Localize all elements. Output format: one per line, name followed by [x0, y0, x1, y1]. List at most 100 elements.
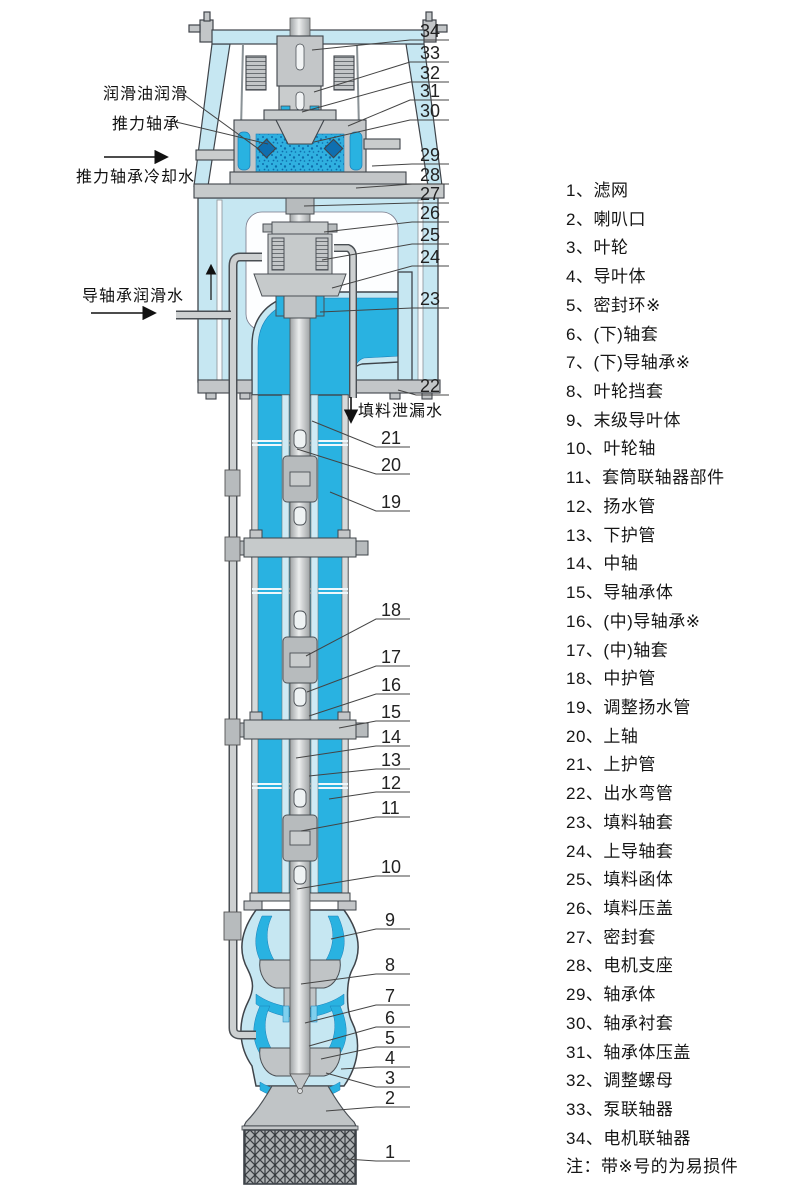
cooling-pipe-left [195, 149, 235, 161]
thrust-collar [275, 119, 325, 145]
legend-item: 4、导叶体 [566, 267, 646, 287]
thrust-bearing-assembly [193, 35, 445, 199]
callout-25: 25 [420, 225, 440, 245]
callout-20: 20 [381, 455, 401, 475]
legend-item: 9、末级导叶体 [566, 410, 681, 430]
bearing-body-cover [263, 109, 337, 121]
legend-item: 19、调整扬水管 [566, 697, 691, 717]
legend-item: 24、上导轴套 [566, 841, 674, 861]
legend-item: 33、泵联轴器 [566, 1100, 674, 1119]
legend-item: 27、密封套 [566, 927, 656, 947]
ratchet-stack-left [245, 55, 267, 91]
bearing-roller-left [256, 138, 277, 159]
cooling-pipe-right [363, 138, 401, 150]
callout-7: 7 [385, 986, 395, 1006]
callout-29: 29 [420, 145, 440, 165]
legend-item: 26、填料压盖 [566, 898, 674, 918]
legend-item: 23、填料轴套 [566, 812, 674, 832]
legend-item: 2、喇叭口 [566, 209, 646, 229]
legend-item: 18、中护管 [566, 669, 656, 689]
legend-item: 34、电机联轴器 [566, 1128, 691, 1148]
callout-28: 28 [420, 165, 440, 185]
callout-9: 9 [385, 910, 395, 930]
label-thrust-cooling: 推力轴承冷却水 [76, 169, 196, 186]
legend-item: 21、上护管 [566, 755, 656, 775]
legend-item: 13、下护管 [566, 525, 656, 545]
label-guide-lube: 导轴承润滑水 [82, 288, 185, 305]
legend-item: 14、中轴 [566, 554, 639, 574]
callout-17: 17 [381, 647, 401, 667]
callout-32: 32 [420, 63, 440, 83]
callout-8: 8 [385, 955, 395, 975]
legend-item: 30、轴承衬套 [566, 1013, 674, 1033]
flow-arrows [91, 149, 359, 424]
callout-10: 10 [381, 857, 401, 877]
label-packing-leak: 填料泄漏水 [358, 403, 444, 420]
callout-34: 34 [420, 21, 440, 41]
callout-12: 12 [381, 773, 401, 793]
callout-11: 11 [381, 798, 400, 818]
callout-24: 24 [420, 247, 440, 267]
callout-6: 6 [385, 1008, 395, 1028]
lube-water-piping [176, 252, 262, 1040]
legend-item: 25、填料函体 [566, 870, 674, 890]
callout-2: 2 [385, 1088, 395, 1108]
callout-22: 22 [420, 376, 440, 396]
callout-21: 21 [381, 428, 401, 448]
legend-item: 28、电机支座 [566, 956, 674, 976]
legend-item: 7、(下)导轴承※ [566, 353, 691, 373]
bearing-roller-right [323, 138, 344, 159]
legend-item: 6、(下)轴套 [566, 324, 659, 344]
stuffing-box [253, 195, 347, 319]
callout-16: 16 [381, 675, 401, 695]
legend-item: 1、滤网 [566, 181, 629, 200]
legend-item: 29、轴承体 [566, 985, 656, 1005]
callout-numbers: 34 33 32 31 30 29 28 27 26 25 24 23 22 2… [381, 21, 440, 1162]
packing-gland [271, 221, 329, 235]
label-lube-oil: 润滑油润滑 [103, 86, 189, 103]
legend-item: 10、叶轮轴 [566, 439, 656, 459]
callout-leaders [295, 39, 449, 1162]
legend-item: 11、套筒联轴器部件 [566, 468, 725, 488]
callout-13: 13 [381, 750, 401, 770]
packing-shaft-sleeve [283, 295, 317, 319]
legend-item: 16、(中)导轴承※ [566, 611, 701, 631]
column-flanges [231, 529, 369, 740]
legend-item: 15、导轴承体 [566, 583, 674, 603]
label-thrust-bearing: 推力轴承 [112, 116, 181, 133]
callout-1: 1 [385, 1142, 395, 1162]
callout-19: 19 [381, 492, 401, 512]
packing-drain-pipe [334, 244, 357, 398]
parts-legend: 1、滤网 2、喇叭口 3、叶轮 4、导叶体 5、密封环※ 6、(下)轴套 7、(… [566, 176, 798, 1180]
callout-30: 30 [420, 101, 440, 121]
callout-18: 18 [381, 600, 401, 620]
callout-31: 31 [420, 81, 440, 101]
legend-item: 3、叶轮 [566, 238, 629, 258]
motor-support-plate [193, 183, 445, 199]
legend-item: 20、上轴 [566, 726, 639, 746]
legend-item: 5、密封环※ [566, 295, 661, 315]
legend-item: 31、轴承体压盖 [566, 1042, 691, 1062]
callout-5: 5 [385, 1028, 395, 1048]
legend-item: 32、调整螺母 [566, 1071, 674, 1091]
callout-14: 14 [381, 727, 401, 747]
callout-15: 15 [381, 702, 401, 722]
callout-4: 4 [385, 1048, 395, 1068]
legend-note: 注：带※号的为易损件 [566, 1157, 739, 1177]
callout-26: 26 [420, 203, 440, 223]
legend-item: 17、(中)轴套 [566, 640, 669, 660]
seal-sleeve [285, 195, 315, 215]
legend-item: 22、出水弯管 [566, 784, 674, 804]
legend-item: 12、扬水管 [566, 496, 656, 516]
legend-item: 8、叶轮挡套 [566, 382, 664, 402]
upper-guide-bracket [253, 273, 347, 297]
callout-3: 3 [385, 1068, 395, 1088]
callout-27: 27 [420, 184, 440, 204]
strainer [243, 1129, 357, 1185]
callout-23: 23 [420, 289, 440, 309]
elbow-flange [397, 271, 413, 381]
annotation-leaders [171, 93, 269, 151]
sleeve-couplings [282, 429, 318, 885]
